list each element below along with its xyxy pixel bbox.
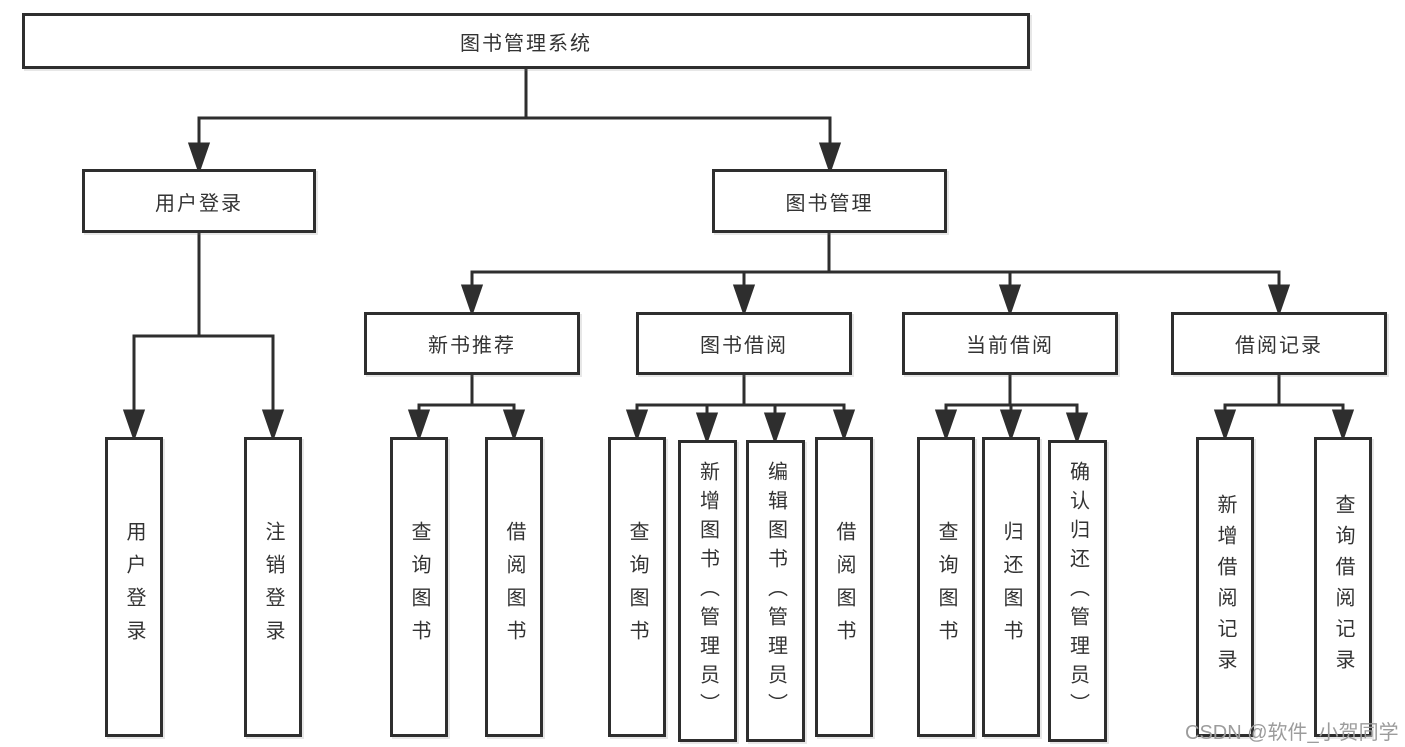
node-book-borrowing: 图书借阅 [636, 312, 852, 375]
leaf-query-books-borrowing: 查询图书 [608, 437, 666, 737]
connector-borrow-records-children [1213, 373, 1355, 442]
leaf-add-borrow-record: 新增借阅记录 [1196, 437, 1254, 737]
leaf-query-borrow-record: 查询借阅记录 [1314, 437, 1372, 737]
leaf-borrow-books-borrowing: 借阅图书 [815, 437, 873, 737]
connector-book-borrowing-children [625, 373, 856, 445]
leaf-logout: 注销登录 [244, 437, 302, 737]
connector-user-login-children [122, 231, 285, 442]
leaf-confirm-return-admin: 确认归还（管理员） [1048, 440, 1107, 742]
node-borrowing-records: 借阅记录 [1171, 312, 1387, 375]
connector-new-book-children [407, 373, 526, 442]
leaf-query-books-recommend: 查询图书 [390, 437, 448, 737]
connector-current-borrowing-children [934, 373, 1089, 445]
leaf-borrow-books-recommend: 借阅图书 [485, 437, 543, 737]
node-current-borrowing: 当前借阅 [902, 312, 1118, 375]
leaf-return-books: 归还图书 [982, 437, 1040, 737]
leaf-query-books-current: 查询图书 [917, 437, 975, 737]
watermark-text: CSDN @软件_小贺同学 [1185, 722, 1399, 744]
leaf-edit-books-admin: 编辑图书（管理员） [746, 440, 805, 742]
node-book-management: 图书管理 [712, 169, 947, 233]
node-new-book-recommendation: 新书推荐 [364, 312, 580, 375]
leaf-user-login: 用户登录 [105, 437, 163, 737]
connector-book-management-children [460, 231, 1291, 317]
connector-root-to-level2 [187, 67, 842, 175]
leaf-add-books-admin: 新增图书（管理员） [678, 440, 737, 742]
node-user-login: 用户登录 [82, 169, 316, 233]
node-library-system: 图书管理系统 [22, 13, 1030, 69]
